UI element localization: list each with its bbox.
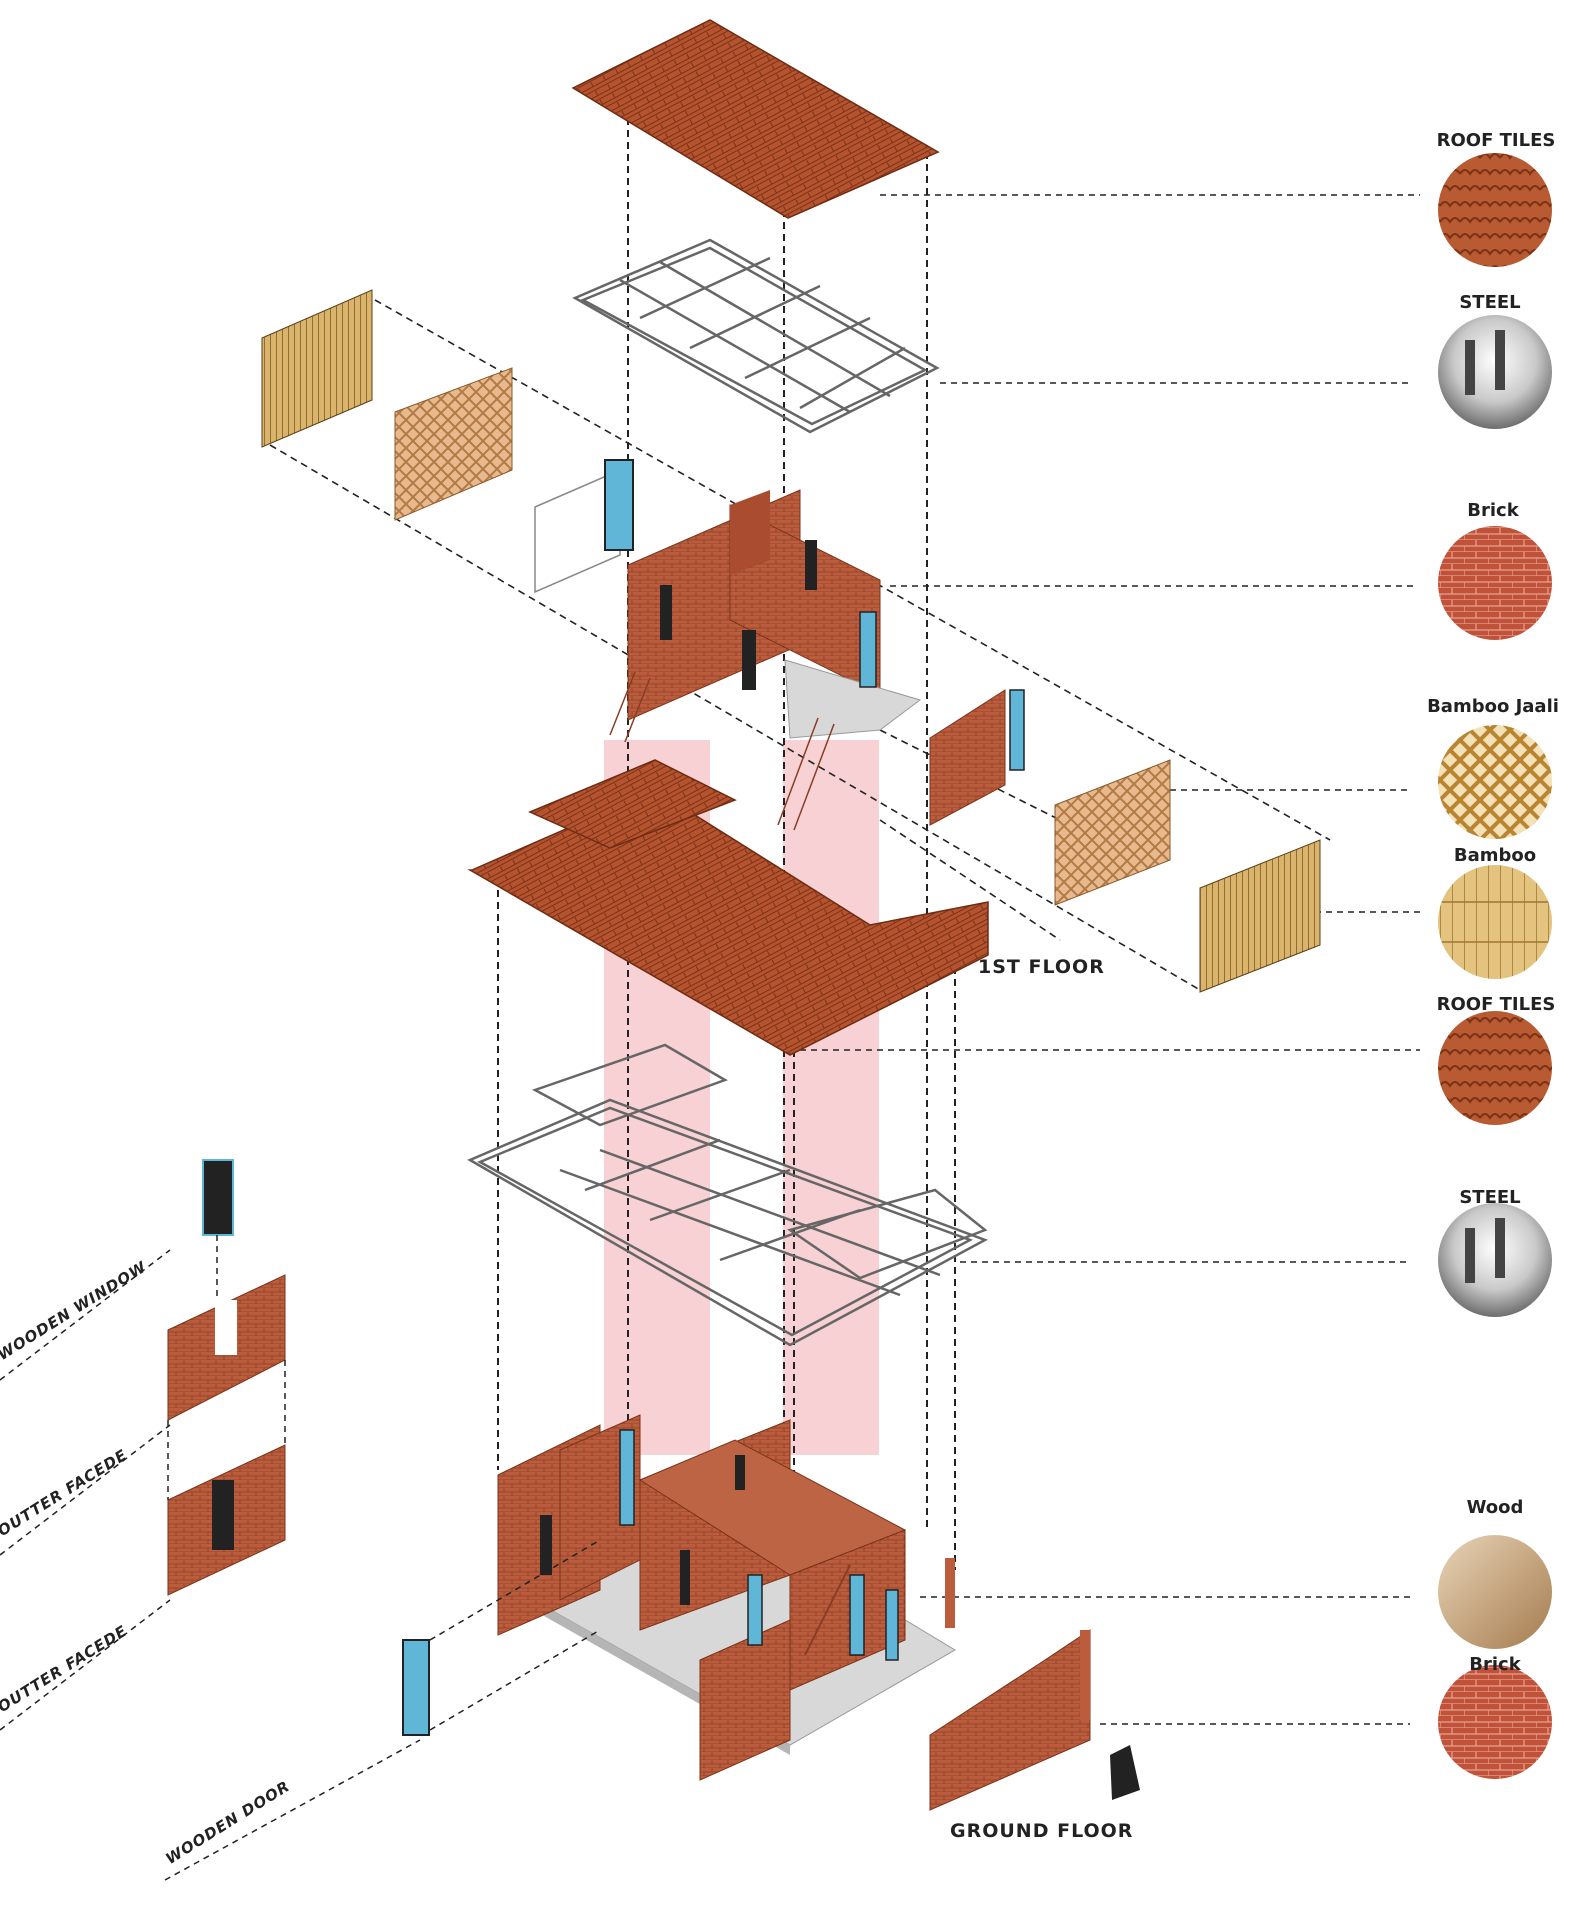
material-leader-lines [800, 194, 1420, 1725]
bamboo-swatch [1438, 865, 1552, 979]
material-label-brick: Brick [1467, 500, 1519, 521]
left-component-stack [167, 1159, 430, 1736]
material-label-steel-2: STEEL [1459, 1187, 1521, 1208]
first-floor-stairs [609, 671, 835, 831]
material-label-steel: STEEL [1459, 292, 1521, 313]
material-label-brick-2: Brick [1469, 1654, 1521, 1675]
brick-swatch [1438, 526, 1552, 640]
vertical-guide-lines [497, 118, 956, 1740]
material-label-wood: Wood [1466, 1497, 1524, 1518]
wood-swatch [1438, 1535, 1552, 1649]
left-component-leaders [0, 1235, 601, 1881]
roof-tiles-swatch [1438, 153, 1552, 267]
first-floor-label: 1ST FLOOR [978, 956, 1105, 978]
material-swatches [1438, 153, 1552, 1779]
first-floor-right-panels [929, 689, 1321, 993]
ground-floor-walls [497, 1414, 907, 1781]
roof-tiles-swatch [1438, 1011, 1552, 1125]
material-label-roof-tiles-2: ROOF TILES [1436, 994, 1556, 1015]
first-floor-steel-frame [467, 1043, 989, 1347]
bamboo-jaali-swatch [1438, 725, 1552, 839]
material-label-bamboo: Bamboo [1453, 845, 1537, 866]
material-label-bamboo-jaali: Bamboo Jaali [1427, 696, 1559, 717]
bamboo-screen-upper [261, 289, 621, 594]
top-roof-tiles [571, 19, 940, 219]
brick-swatch [1438, 1665, 1552, 1779]
ground-floor-label: GROUND FLOOR [950, 1820, 1134, 1842]
top-steel-frame [572, 238, 940, 434]
ground-floor-right-wall [929, 1558, 1140, 1811]
material-label-roof-tiles: ROOF TILES [1436, 130, 1556, 151]
first-floor-roof-tiles [467, 759, 989, 1056]
first-floor-walls [604, 459, 922, 739]
steel-swatch-detail [1465, 330, 1505, 1283]
